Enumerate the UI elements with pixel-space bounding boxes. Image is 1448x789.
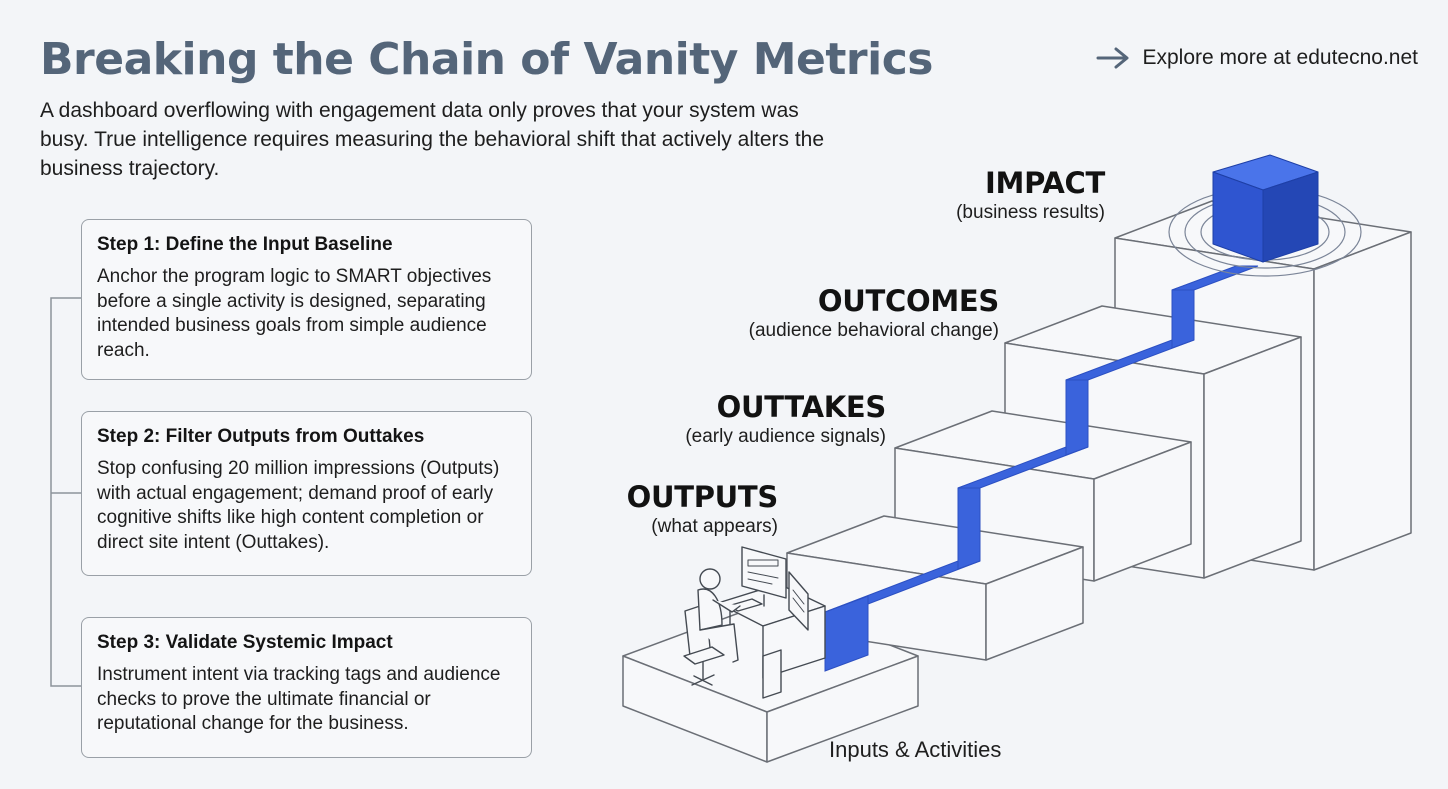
explore-link[interactable]: Explore more at edutecno.net [1096,46,1418,70]
level-label-impact: IMPACT (business results) [956,166,1105,224]
person-at-desk-icon [683,546,826,699]
level-label-outtakes: OUTTAKES (early audience signals) [685,390,886,448]
page-title: Breaking the Chain of Vanity Metrics [40,34,933,85]
level-name: OUTCOMES [817,284,999,318]
level-caption: (what appears) [651,516,778,537]
level-name: OUTTAKES [716,390,887,424]
level-caption: (early audience signals) [685,426,886,447]
step-card-3: Step 3: Validate Systemic Impact Instrum… [81,617,532,758]
level-caption: (business results) [956,202,1105,223]
level-name: OUTPUTS [626,480,779,514]
progress-path [824,265,1259,672]
page-subtitle: A dashboard overflowing with engagement … [40,99,825,180]
step-card-2: Step 2: Filter Outputs from Outtakes Sto… [81,411,532,576]
impact-cube-icon [1212,154,1319,263]
level-caption: (audience behavioral change) [748,320,999,341]
level-label-outputs: OUTPUTS (what appears) [626,480,779,538]
step-body: Instrument intent via tracking tags and … [97,664,501,734]
step-title: Step 3: Validate Systemic Impact [97,632,393,653]
step-title: Step 2: Filter Outputs from Outtakes [97,426,425,447]
base-label: Inputs & Activities [829,737,1002,762]
steps-connector [50,297,81,687]
level-name: IMPACT [985,166,1105,200]
step-body: Anchor the program logic to SMART object… [97,266,492,361]
explore-link-label: Explore more at edutecno.net [1142,46,1418,69]
level-label-outcomes: OUTCOMES (audience behavioral change) [748,284,1000,342]
step-card-1: Step 1: Define the Input Baseline Anchor… [81,219,532,380]
arrow-right-icon [1096,47,1129,69]
step-body: Stop confusing 20 million impressions (O… [97,458,500,553]
step-title: Step 1: Define the Input Baseline [97,234,393,255]
